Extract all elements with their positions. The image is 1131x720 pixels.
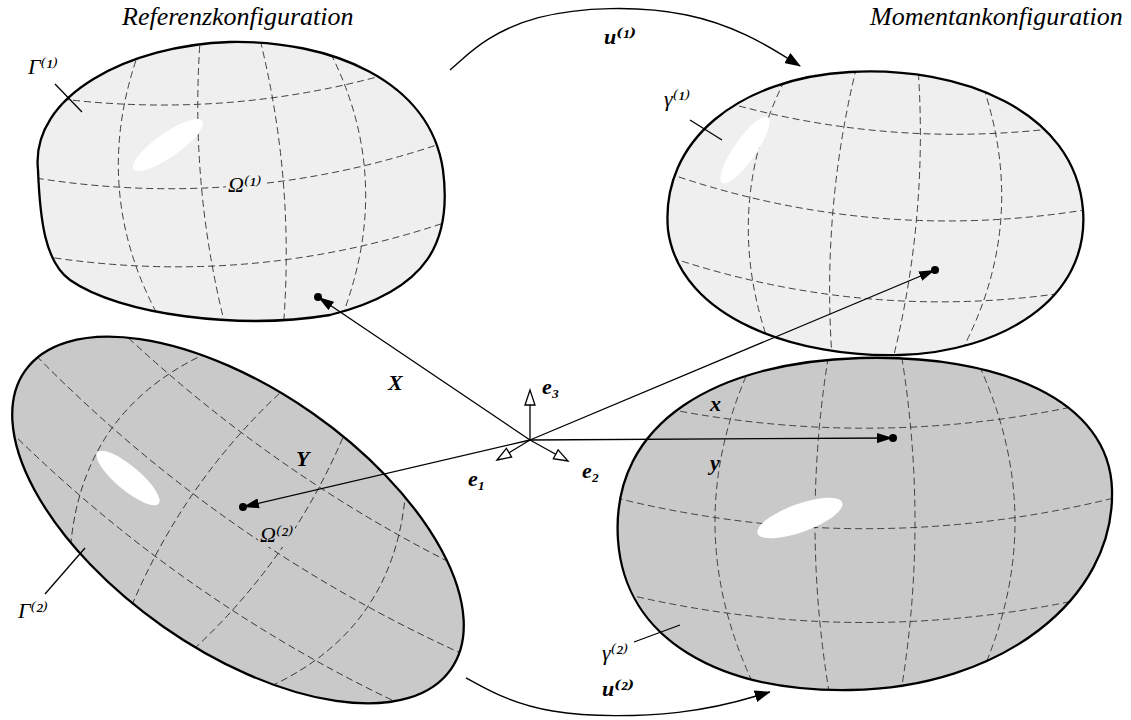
- grid-line: [736, 49, 800, 357]
- body-outline: [12, 337, 464, 704]
- vector-label: e₃: [540, 374, 561, 399]
- surface-grid: [605, 347, 1125, 698]
- grid-line: [19, 55, 450, 120]
- grid-line: [950, 67, 1014, 375]
- grid-line: [188, 35, 226, 331]
- material-point: [889, 434, 897, 442]
- grid-line: [900, 347, 915, 698]
- grid-line: [31, 317, 228, 570]
- grid-line: [26, 139, 457, 204]
- position-vector: [243, 440, 530, 507]
- grid-line: [970, 347, 1015, 698]
- body-shape: [612, 354, 1116, 692]
- displacement-arrow: [450, 9, 800, 71]
- grid-lines: [643, 40, 1108, 383]
- body-fill: [38, 42, 445, 321]
- highlight: [753, 489, 847, 546]
- body-group: [643, 40, 1108, 383]
- body-group: [15, 14, 469, 346]
- grid-line: [315, 22, 378, 320]
- material-point: [239, 503, 247, 511]
- region-label: γ⁽²⁾: [600, 640, 630, 665]
- grid-line: [14, 348, 471, 679]
- grid-lines: [15, 14, 469, 346]
- leader-line: [45, 548, 85, 594]
- body-fill: [12, 337, 464, 704]
- material-point: [931, 266, 939, 274]
- grid-line: [59, 284, 516, 615]
- body-group: [0, 252, 538, 720]
- configuration-heading: Momentankonfiguration: [868, 2, 1125, 32]
- region-label: Ω⁽²⁾: [258, 522, 295, 547]
- grid-line: [605, 589, 1125, 623]
- body-region: γ⁽²⁾: [612, 354, 1116, 692]
- grid-line: [891, 62, 930, 368]
- region-label: γ⁽¹⁾: [662, 86, 692, 111]
- body-outline: [667, 71, 1083, 355]
- region-label: Γ⁽²⁾: [16, 598, 50, 623]
- vector-label: X: [386, 370, 405, 395]
- position-vector: [530, 438, 893, 440]
- grid-line: [820, 56, 859, 362]
- configuration-heading: Referenzkonfiguration: [120, 2, 356, 32]
- grid-line: [648, 251, 1089, 318]
- vector-label: e₁: [466, 466, 487, 491]
- grid-line: [605, 395, 1125, 429]
- axis-head: [525, 390, 535, 405]
- grid-line: [715, 347, 760, 698]
- position-vector: [318, 297, 530, 440]
- body-group: [605, 347, 1125, 698]
- basis-axis: [509, 440, 530, 453]
- axis-head: [553, 450, 568, 461]
- highlight: [127, 111, 210, 179]
- grid-lines: [605, 347, 1125, 698]
- vector-label: y: [708, 450, 722, 475]
- surface-grid: [643, 40, 1108, 383]
- leader-line: [634, 625, 680, 642]
- displacement-label: u⁽²⁾: [600, 676, 636, 701]
- grid-lines: [0, 252, 538, 720]
- leader-line: [690, 120, 722, 140]
- basis-axis: [529, 405, 530, 440]
- body-fill: [667, 71, 1083, 355]
- position-vector: [530, 270, 935, 440]
- body-region: Γ⁽¹⁾Ω⁽¹⁾: [34, 38, 450, 324]
- vector-label: x: [708, 391, 723, 416]
- grid-line: [33, 217, 464, 282]
- grid-line: [663, 83, 1104, 150]
- grid-line: [258, 29, 296, 325]
- body-shape: [662, 66, 1088, 358]
- grid-line: [107, 40, 170, 338]
- region-label: Ω⁽¹⁾: [226, 172, 263, 197]
- vector-label: Y: [294, 446, 311, 471]
- axis-head: [497, 448, 512, 460]
- highlight: [90, 443, 167, 513]
- material-point: [314, 293, 322, 301]
- grid-line: [189, 428, 360, 663]
- body-outline: [618, 358, 1112, 690]
- grid-line: [605, 495, 1125, 529]
- body-fill: [618, 358, 1112, 690]
- body-outline: [38, 42, 445, 321]
- region-label: Γ⁽¹⁾: [26, 54, 60, 79]
- grid-line: [248, 470, 445, 720]
- basis-axis: [530, 440, 556, 454]
- leader-line: [55, 84, 82, 112]
- displacement-label: u⁽¹⁾: [602, 24, 638, 49]
- highlight: [713, 111, 777, 189]
- vector-label: e₂: [580, 458, 601, 483]
- surface-grid: [15, 14, 469, 346]
- body-region: γ⁽¹⁾: [662, 66, 1088, 358]
- surface-grid: [0, 252, 538, 720]
